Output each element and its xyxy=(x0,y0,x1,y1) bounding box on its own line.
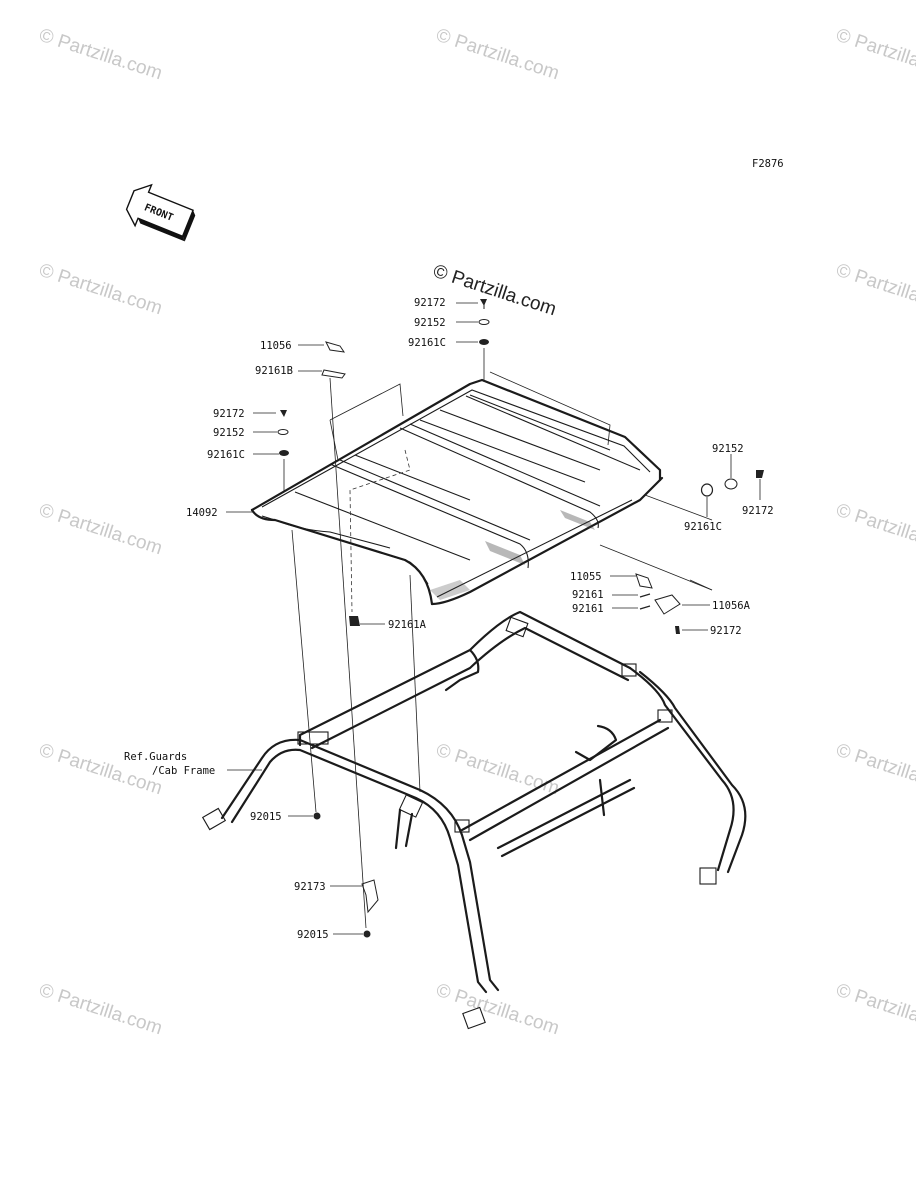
watermark: © Partzilla.com xyxy=(36,500,164,560)
part-label: 92172 xyxy=(742,505,774,517)
figure-code: F2876 xyxy=(752,158,784,170)
watermark: © Partzilla.com xyxy=(433,25,561,85)
hardware xyxy=(277,299,764,938)
part-label: 92161 xyxy=(572,589,604,601)
watermark: © Partzilla.com xyxy=(833,740,916,800)
part-label: 92152 xyxy=(213,427,245,439)
part-label: 11056 xyxy=(260,340,292,352)
watermark: © Partzilla.com xyxy=(36,980,164,1040)
watermark: © Partzilla.com xyxy=(36,740,164,800)
part-label: 92172 xyxy=(213,408,245,420)
part-label: 92161 xyxy=(572,603,604,615)
watermark: © Partzilla.com xyxy=(36,25,164,85)
part-label: 92161C xyxy=(408,337,446,349)
part-label: 92161C xyxy=(207,449,245,461)
part-label: 11056A xyxy=(712,600,751,612)
watermark: © Partzilla.com xyxy=(433,740,561,800)
part-label: 92161A xyxy=(388,619,427,631)
part-label: 92161B xyxy=(255,365,293,377)
watermark: © Partzilla.com xyxy=(833,25,916,85)
watermark: © Partzilla.com xyxy=(833,260,916,320)
roof-panel xyxy=(250,378,664,606)
part-label: 92015 xyxy=(250,811,282,823)
part-labels: 92172 92152 92161C 11056 92161B 92172 92… xyxy=(124,297,774,941)
part-label: 92015 xyxy=(297,929,329,941)
watermark: © Partzilla.com xyxy=(36,260,164,320)
part-label: 11055 xyxy=(570,571,602,583)
watermark-group: © Partzilla.com © Partzilla.com © Partzi… xyxy=(36,25,916,1040)
part-label: 92161C xyxy=(684,521,722,533)
part-label: 92152 xyxy=(414,317,446,329)
watermark-main: © Partzilla.com xyxy=(430,261,558,321)
part-label: 14092 xyxy=(186,507,218,519)
watermark: © Partzilla.com xyxy=(833,980,916,1040)
front-arrow-icon: FRONT xyxy=(125,183,196,242)
cab-frame xyxy=(201,610,747,1030)
reference-text: Ref.Guards xyxy=(124,751,187,763)
part-label: 92172 xyxy=(414,297,446,309)
part-label: 92172 xyxy=(710,625,742,637)
reference-text: /Cab Frame xyxy=(152,765,215,777)
part-label: 92173 xyxy=(294,881,326,893)
part-label: 92152 xyxy=(712,443,744,455)
leader-lines xyxy=(226,302,761,935)
watermark: © Partzilla.com xyxy=(833,500,916,560)
